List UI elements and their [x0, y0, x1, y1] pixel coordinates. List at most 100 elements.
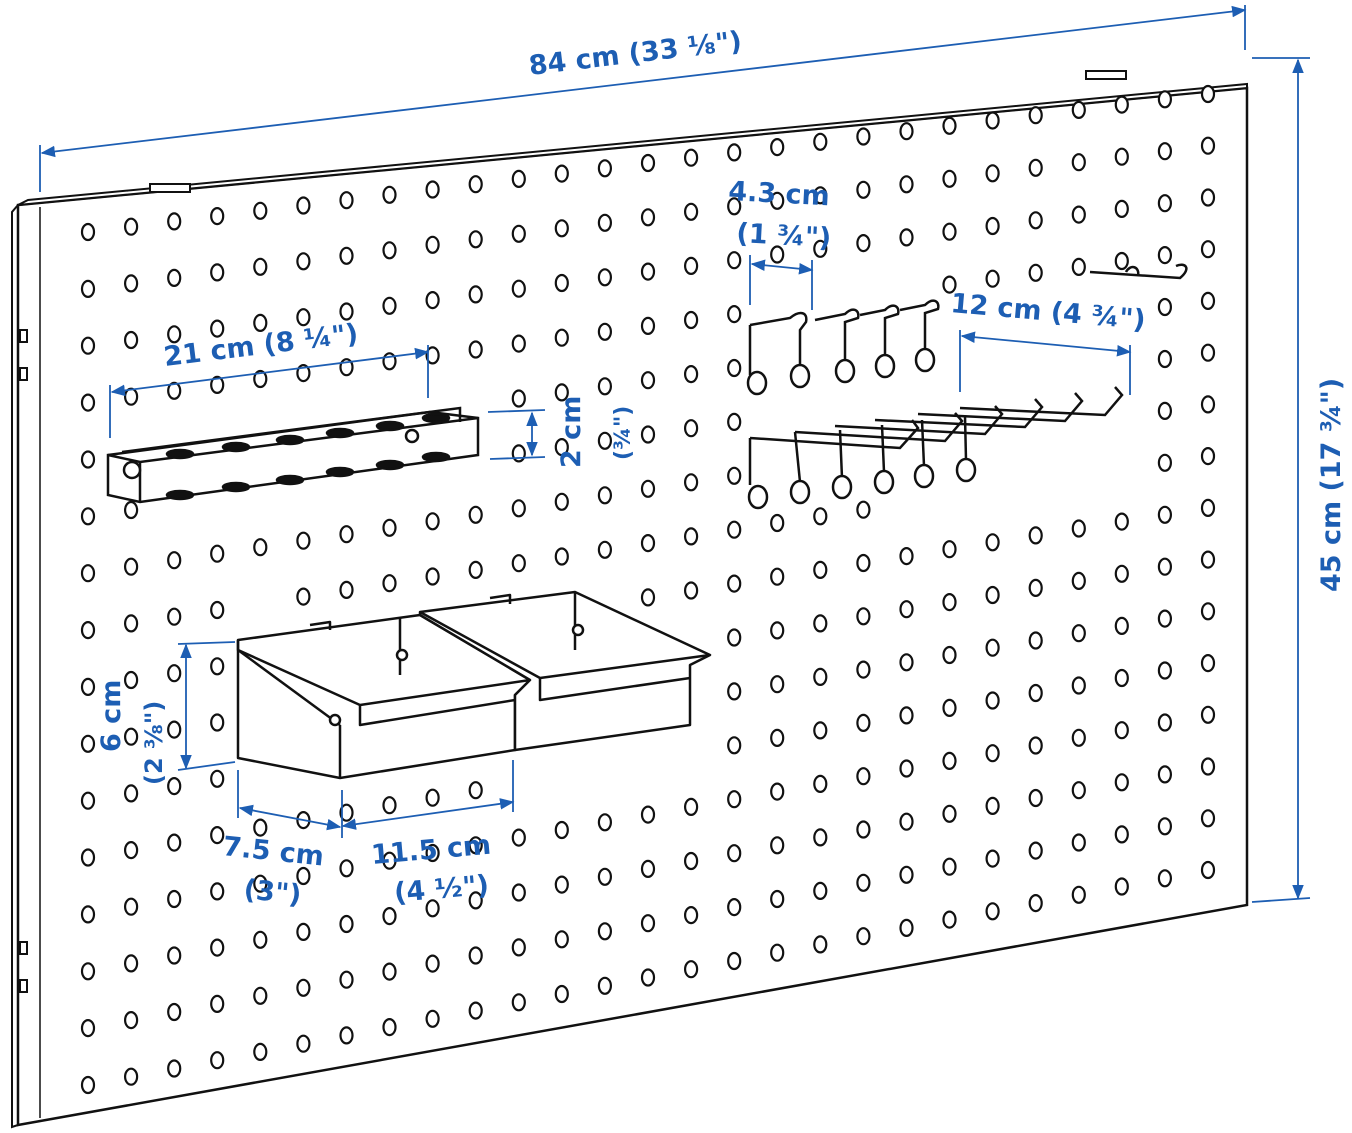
peg-hole — [985, 902, 1000, 921]
peg-hole — [899, 653, 914, 672]
peg-hole — [1157, 401, 1173, 420]
single-hooks — [746, 299, 940, 396]
peg-hole — [210, 713, 225, 732]
peg-hole — [1028, 788, 1043, 808]
peg-hole — [80, 791, 96, 810]
peg-hole — [80, 393, 96, 412]
peg-hole — [296, 978, 311, 997]
peg-hole — [856, 660, 871, 679]
peg-hole — [813, 881, 828, 901]
peg-hole — [813, 507, 828, 526]
peg-hole — [1114, 668, 1129, 688]
peg-hole — [770, 728, 785, 748]
peg-hole — [382, 241, 397, 260]
peg-hole — [511, 883, 526, 902]
peg-hole — [1114, 773, 1129, 792]
peg-hole — [554, 164, 569, 183]
peg-hole — [985, 164, 1000, 183]
peg-hole — [468, 891, 483, 910]
peg-hole — [813, 828, 828, 847]
peg-hole — [770, 836, 785, 855]
peg-hole — [727, 466, 742, 485]
peg-hole — [1114, 147, 1129, 166]
peg-hole — [683, 256, 699, 275]
peg-hole — [167, 325, 182, 344]
peg-hole — [683, 148, 699, 167]
dimension-bin-height-imperial: (2 ⅜") — [140, 701, 168, 785]
peg-hole — [1200, 653, 1216, 673]
peg-hole — [683, 202, 699, 221]
peg-hole — [985, 744, 1000, 763]
peg-hole — [339, 970, 354, 989]
peg-hole — [1114, 564, 1129, 583]
peg-hole — [80, 734, 96, 753]
peg-hole — [382, 518, 397, 537]
peg-hole — [253, 538, 268, 557]
peg-hole — [296, 531, 311, 550]
peg-hole — [683, 851, 699, 871]
peg-hole — [167, 1002, 182, 1022]
peg-hole — [468, 175, 483, 194]
peg-hole — [124, 840, 139, 860]
peg-hole — [253, 874, 268, 893]
peg-hole — [124, 500, 139, 520]
peg-hole — [597, 486, 613, 505]
peg-hole — [296, 587, 311, 606]
peg-hole — [985, 849, 1000, 868]
peg-hole — [1028, 158, 1043, 177]
peg-hole — [253, 818, 268, 837]
peg-hole — [1114, 512, 1129, 531]
peg-hole — [425, 954, 440, 973]
peg-hole — [1200, 498, 1216, 517]
peg-hole — [80, 620, 96, 640]
peg-hole — [856, 927, 871, 946]
peg-hole — [124, 387, 139, 406]
peg-hole — [124, 670, 139, 690]
peg-hole — [1157, 349, 1173, 369]
peg-hole — [511, 828, 526, 847]
peg-hole — [210, 207, 225, 226]
peg-hole — [1028, 263, 1043, 282]
peg-hole — [942, 116, 957, 135]
peg-hole — [1200, 860, 1216, 880]
peg-hole — [856, 180, 871, 199]
peg-hole — [80, 848, 96, 867]
peg-hole — [511, 169, 526, 188]
peg-hole — [640, 153, 656, 173]
peg-hole — [425, 788, 440, 807]
dimension-hook-spacing-imperial: (1 ¾") — [736, 218, 832, 254]
peg-hole — [124, 1067, 139, 1086]
peg-hole — [1028, 631, 1043, 650]
peg-hole — [856, 127, 871, 146]
peg-hole — [856, 234, 871, 253]
peg-hole — [1071, 781, 1086, 800]
peg-hole — [1200, 188, 1216, 207]
peg-hole — [899, 122, 914, 141]
peg-hole — [1071, 571, 1086, 591]
peg-hole — [80, 1075, 96, 1095]
peg-hole — [468, 505, 483, 524]
peg-hole — [253, 1042, 268, 1062]
peg-hole — [770, 191, 785, 210]
dimension-shelf-depth-imperial: (¾") — [611, 406, 636, 460]
peg-hole — [339, 1026, 354, 1045]
peg-hole — [1157, 90, 1173, 109]
peg-hole — [80, 507, 96, 526]
dimension-shelf-depth-metric: 2 cm — [556, 396, 587, 468]
peg-hole — [210, 994, 225, 1014]
peg-hole — [80, 279, 96, 298]
peg-hole — [468, 560, 483, 580]
peg-hole — [124, 784, 139, 803]
peg-hole — [253, 257, 268, 276]
peg-hole — [382, 1017, 397, 1037]
peg-hole — [856, 500, 871, 519]
peg-hole — [80, 222, 96, 242]
peg-hole — [1028, 526, 1043, 545]
peg-hole — [597, 867, 613, 886]
peg-hole — [942, 910, 957, 929]
peg-hole — [554, 492, 569, 511]
peg-hole — [296, 196, 311, 215]
peg-hole — [942, 857, 957, 876]
peg-hole — [1200, 291, 1216, 310]
peg-hole — [1157, 609, 1173, 628]
